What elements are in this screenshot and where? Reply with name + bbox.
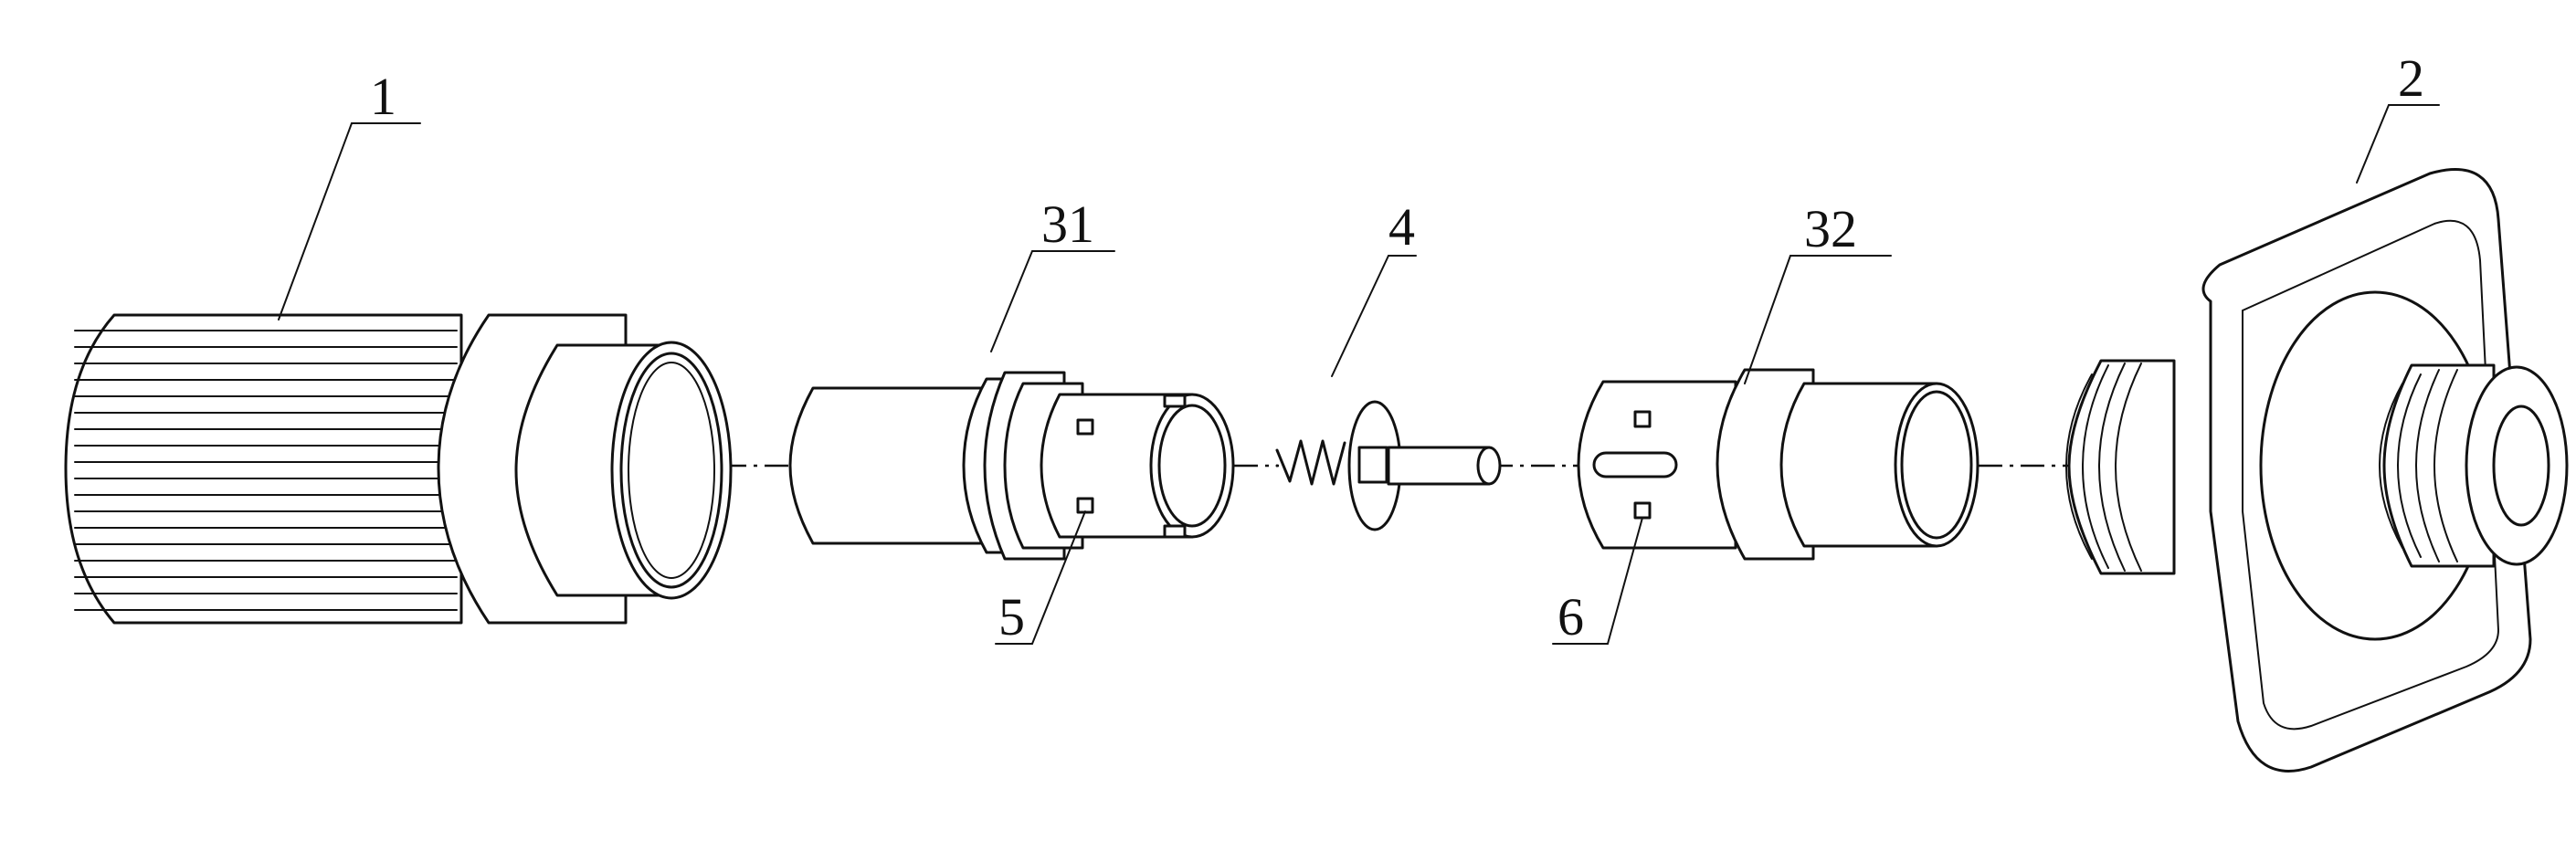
- label-part-5: 5: [998, 587, 1025, 647]
- part-31-front-shell: [788, 371, 1235, 561]
- label-part-32: 32: [1804, 199, 1857, 258]
- part-32-rear-shell: [1577, 368, 1980, 561]
- label-part-6: 6: [1557, 587, 1584, 647]
- leader-lines: [278, 104, 2440, 645]
- part-2-flange-socket: [2064, 168, 2569, 773]
- part-1-knurled-nut: [64, 313, 733, 625]
- knurl-lines: [74, 330, 458, 611]
- label-part-31: 31: [1041, 194, 1094, 254]
- label-part-2: 2: [2398, 48, 2424, 108]
- part-4-spring-pin: [1275, 400, 1502, 531]
- label-part-4: 4: [1388, 197, 1415, 257]
- label-part-1: 1: [370, 67, 396, 126]
- part-labels: 1 2 31 4 32 5 6: [370, 48, 2424, 647]
